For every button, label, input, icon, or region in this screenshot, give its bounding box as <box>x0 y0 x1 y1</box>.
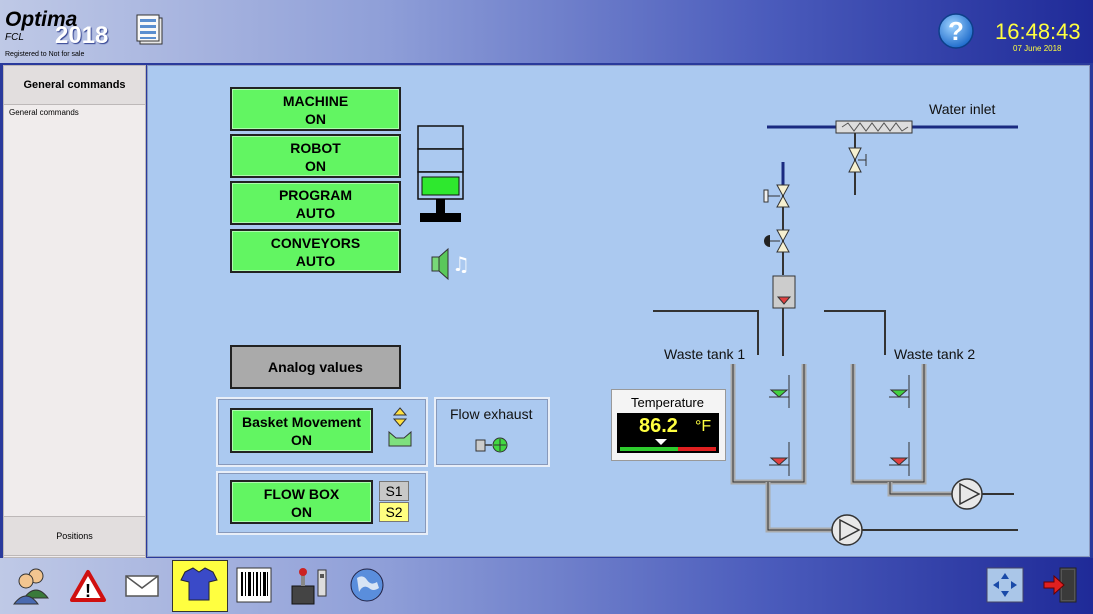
machine-state: ON <box>305 111 326 127</box>
flow-box-label: FLOW BOX <box>263 486 340 502</box>
alarm-icon[interactable]: ! <box>68 562 108 608</box>
speaker-icon[interactable]: ♫ <box>428 245 472 285</box>
robot-button[interactable]: ROBOT ON <box>230 134 401 178</box>
temperature-unit: °F <box>695 418 712 435</box>
globe-icon[interactable] <box>347 562 387 608</box>
registration-text: Registered to Not for sale <box>5 51 85 58</box>
flow-exhaust-label: Flow exhaust <box>450 406 533 422</box>
conveyors-button[interactable]: CONVEYORS AUTO <box>230 229 401 273</box>
sidebar-item-general-commands[interactable]: General commands <box>9 108 79 117</box>
program-button[interactable]: PROGRAM AUTO <box>230 181 401 225</box>
clothing-icon[interactable] <box>179 562 219 608</box>
sidebar-tab-general-commands[interactable]: General commands <box>3 65 146 105</box>
title-bar <box>0 0 1093 63</box>
signal-tower-icon <box>417 125 464 222</box>
logo-year: 2018 <box>55 22 109 49</box>
message-icon[interactable] <box>122 562 162 608</box>
basket-frame <box>216 397 428 467</box>
basket-state: ON <box>291 432 312 448</box>
flow-box-button[interactable]: FLOW BOX ON <box>230 480 373 524</box>
help-icon[interactable]: ? <box>937 12 975 50</box>
flow-box-frame <box>216 471 428 535</box>
analog-values-button[interactable]: Analog values <box>230 345 401 389</box>
machine-label: MACHINE <box>282 93 349 109</box>
conveyors-label: CONVEYORS <box>270 235 361 251</box>
conveyors-state: AUTO <box>295 253 336 269</box>
flow-exhaust-icon[interactable] <box>474 434 514 456</box>
piping-diagram <box>653 120 1018 546</box>
waste-tank-2-label: Waste tank 2 <box>894 346 976 362</box>
clock-date: 07 June 2018 <box>1013 44 1062 53</box>
program-label: PROGRAM <box>278 187 353 203</box>
temperature-label: Temperature <box>631 395 704 410</box>
svg-text:?: ? <box>948 16 964 46</box>
flow-exhaust-frame <box>434 397 550 467</box>
basket-movement-button[interactable]: Basket Movement ON <box>230 408 373 453</box>
operator-icon[interactable] <box>12 562 52 608</box>
waste-tank-1-label: Waste tank 1 <box>664 346 746 362</box>
list-icon[interactable] <box>136 14 168 48</box>
program-state: AUTO <box>295 205 336 221</box>
water-inlet-label: Water inlet <box>929 101 996 117</box>
s2-indicator[interactable]: S2 <box>379 502 409 522</box>
sidebar-tab-positions[interactable]: Positions <box>3 516 146 556</box>
temperature-value: 86.2 <box>639 415 678 437</box>
sidebar <box>3 65 146 558</box>
temperature-display <box>617 413 719 453</box>
logo-name: Optima <box>5 8 78 31</box>
basket-movement-icon <box>388 407 412 447</box>
robot-control-icon[interactable] <box>290 562 330 608</box>
taskbar <box>0 558 1093 614</box>
flow-box-state: ON <box>291 504 312 520</box>
basket-label: Basket Movement <box>241 414 362 430</box>
network-icon[interactable] <box>985 562 1025 608</box>
machine-button[interactable]: MACHINE ON <box>230 87 401 131</box>
robot-label: ROBOT <box>290 140 341 156</box>
svg-text:♫: ♫ <box>452 252 470 276</box>
logo-sub: FCL <box>5 32 24 43</box>
clock-time: 16:48:43 <box>995 19 1081 44</box>
temperature-bar <box>620 439 716 451</box>
exit-icon[interactable] <box>1040 562 1080 608</box>
barcode-icon[interactable] <box>234 562 274 608</box>
svg-text:!: ! <box>85 581 91 601</box>
robot-state: ON <box>305 158 326 174</box>
s1-indicator[interactable]: S1 <box>379 481 409 501</box>
